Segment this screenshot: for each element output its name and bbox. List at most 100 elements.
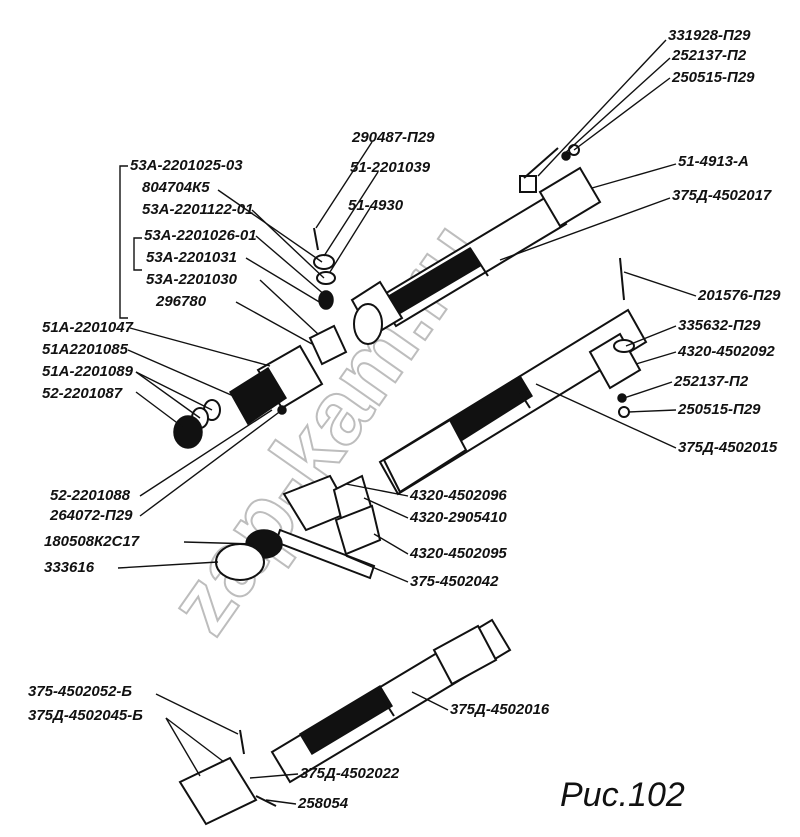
washer-51-2201039 <box>313 254 335 270</box>
label-375d-4502016: 375Д-4502016 <box>450 701 550 718</box>
bolt-331928 <box>523 147 559 179</box>
leader-333616 <box>117 561 219 569</box>
label-53a-2201026-01: 53А-2201026-01 <box>144 227 257 244</box>
leader-4320-4502096 <box>345 483 409 497</box>
label-4320-4502096: 4320-4502096 <box>409 487 507 504</box>
label-331928-p29: 331928-П29 <box>668 27 751 44</box>
leader-375d-4502016 <box>411 691 449 711</box>
label-51a-2201047: 51А-2201047 <box>42 319 134 336</box>
leader-51-2201039 <box>323 171 379 257</box>
upper-small-parts <box>308 227 348 366</box>
leader-252137-mid <box>623 381 673 399</box>
shaft-weld-seam <box>469 247 489 277</box>
pin-258054 <box>255 795 277 807</box>
centre-joint-parts <box>215 474 382 581</box>
label-252137-p2-mid: 252137-П2 <box>673 373 749 390</box>
leader-258054 <box>265 799 297 805</box>
bearing-804704k5 <box>318 290 334 310</box>
label-375d-4502045-b: 375Д-4502045-Б <box>28 707 143 724</box>
label-201576-p29: 201576-П29 <box>697 287 781 304</box>
label-296780: 296780 <box>155 293 207 310</box>
leader-53a-2201026 <box>255 235 327 297</box>
label-51-4913-a: 51-4913-А <box>678 153 749 170</box>
leader-290487 <box>315 141 373 229</box>
washer-252137 <box>561 151 571 161</box>
leader-53a-2201031 <box>245 257 327 307</box>
flange-yoke-375d-4502045b <box>178 756 258 826</box>
bolt-head <box>519 175 537 193</box>
leader-51a-2201089-b <box>135 371 201 419</box>
leader-264072 <box>139 409 283 517</box>
leader-53a-2201122 <box>251 209 325 279</box>
label-375-4502052-b: 375-4502052-Б <box>28 683 132 700</box>
shaft-375d-4502015 <box>378 257 648 496</box>
leader-331928 <box>537 39 667 177</box>
leader-4320-4502095 <box>373 533 409 555</box>
bolt-375-4502052b <box>239 729 245 755</box>
cross-296780 <box>308 324 348 366</box>
shaft-weld-seam <box>375 687 395 717</box>
snap-ring-333616 <box>215 543 265 581</box>
leader-lines <box>117 39 697 805</box>
leader-375-4502052b <box>155 693 239 735</box>
label-333616: 333616 <box>44 559 95 576</box>
leader-4320-2905410 <box>363 497 409 519</box>
bracket-outer <box>119 165 128 319</box>
leader-201576 <box>623 271 697 297</box>
leader-335632 <box>625 325 677 347</box>
bracket-inner <box>133 237 142 271</box>
yoke-eye <box>353 303 383 345</box>
leader-250515-mid <box>627 409 677 413</box>
leader-51a-2201047 <box>129 327 271 367</box>
label-52-2201088: 52-2201088 <box>50 487 131 504</box>
leader-252137-top <box>563 57 671 155</box>
leader-375d-4502022 <box>249 773 299 779</box>
leader-375d-4502045b-a <box>165 717 201 777</box>
label-250515-p29-top: 250515-П29 <box>671 69 755 86</box>
label-53a-2201030: 53А-2201030 <box>146 271 238 288</box>
leader-51a2201085 <box>127 349 239 399</box>
cross-yoke-51-4913-a <box>538 166 602 228</box>
label-4320-2905410: 4320-2905410 <box>409 509 507 526</box>
leader-180508k2c17 <box>183 541 255 545</box>
yoke-4320-4502095 <box>334 504 382 556</box>
label-804704k5: 804704К5 <box>142 179 210 196</box>
cap-52-2201087 <box>173 415 203 449</box>
bolt-201576 <box>619 257 625 301</box>
label-258054: 258054 <box>297 795 349 812</box>
label-53a-2201122-01: 53А-2201122-01 <box>142 201 253 218</box>
label-290487-p29: 290487-П29 <box>351 129 435 146</box>
label-4320-4502092: 4320-4502092 <box>677 343 775 360</box>
label-250515-p29-mid: 250515-П29 <box>677 401 761 418</box>
leader-51a-2201089-a <box>135 371 213 411</box>
label-375d-4502022: 375Д-4502022 <box>300 765 400 782</box>
bolt-290487 <box>313 227 319 251</box>
spline-sleeve <box>228 366 288 426</box>
label-335632-p29: 335632-П29 <box>678 317 761 334</box>
leader-296780 <box>235 301 313 345</box>
leader-375-4502042 <box>345 555 409 583</box>
shaft-weld-seam <box>511 379 531 409</box>
spline-end <box>382 418 468 494</box>
leader-4320-4502092 <box>635 351 677 365</box>
nut-250515 <box>618 406 630 418</box>
label-51-4930: 51-4930 <box>348 197 404 214</box>
leader-51-4930 <box>329 207 371 273</box>
label-51a-2201089: 51А-2201089 <box>42 363 134 380</box>
leader-250515-top <box>573 77 671 151</box>
figure-caption: Рис.102 <box>560 776 685 814</box>
part-labels: 331928-П29 252137-П2 250515-П29 51-4913-… <box>28 27 781 812</box>
label-252137-p2-top: 252137-П2 <box>671 47 747 64</box>
label-53a-2201031: 53А-2201031 <box>146 249 237 266</box>
label-52-2201087: 52-2201087 <box>42 385 123 402</box>
shaft-tube-shadow <box>298 684 394 756</box>
label-53a-2201025-03: 53А-2201025-03 <box>130 157 243 174</box>
washer-335632 <box>613 339 635 353</box>
leader-52-2201087 <box>135 391 185 429</box>
leader-375d-4502017 <box>499 197 671 261</box>
label-264072-p29: 264072-П29 <box>49 507 133 524</box>
label-4320-4502095: 4320-4502095 <box>409 545 507 562</box>
label-180508k2c17: 180508К2С17 <box>44 533 140 550</box>
leader-804704k5 <box>217 189 323 263</box>
